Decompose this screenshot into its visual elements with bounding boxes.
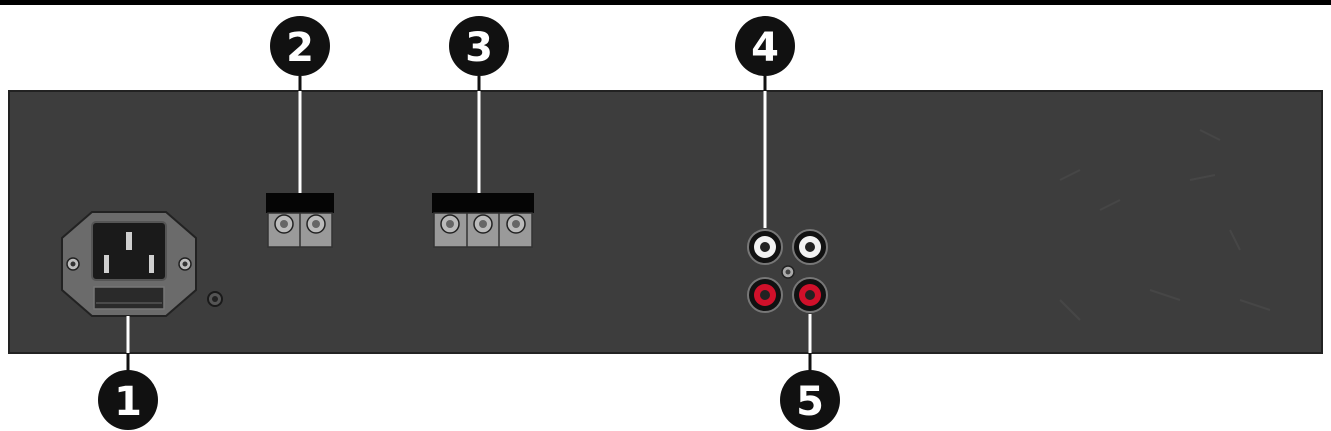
panel-texture	[1059, 129, 1271, 321]
callout-1: 1	[98, 370, 158, 430]
inlet-pin-right	[149, 255, 154, 273]
callout-3-label: 3	[465, 25, 493, 71]
callout-5-label: 5	[796, 379, 824, 425]
terminal-housing	[432, 193, 534, 213]
callout-4: 4	[735, 16, 795, 76]
terminal-block-3pin	[432, 193, 534, 248]
power-inlet	[61, 211, 197, 317]
callout-2: 2	[270, 16, 330, 76]
terminal-housing	[266, 193, 334, 213]
inlet-pin-left	[104, 255, 109, 273]
callout-2-label: 2	[286, 25, 314, 71]
inlet-pin-center	[126, 232, 132, 250]
fuse-drawer	[93, 286, 165, 310]
inlet-socket	[91, 221, 167, 281]
callout-5: 5	[780, 370, 840, 430]
callout-3: 3	[449, 16, 509, 76]
callout-4-label: 4	[751, 25, 779, 71]
rear-panel	[8, 90, 1323, 354]
callout-1-label: 1	[114, 379, 142, 425]
rca-jacks	[747, 229, 828, 313]
top-border-line	[0, 0, 1331, 5]
terminal-block-2pin	[266, 193, 334, 248]
